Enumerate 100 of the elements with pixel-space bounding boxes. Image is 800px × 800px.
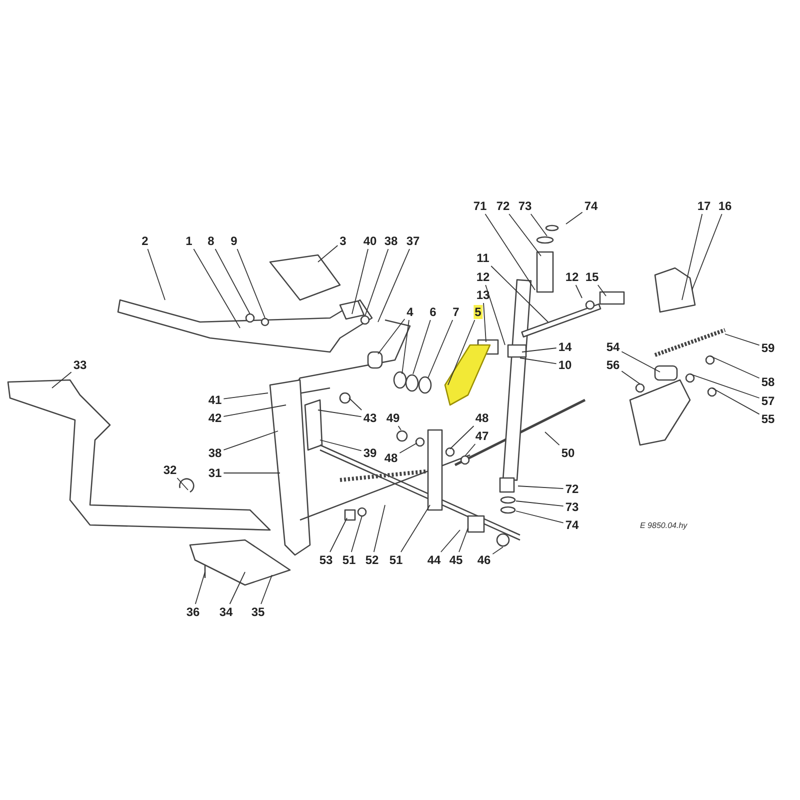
leader-line: [373, 504, 386, 552]
leader-line: [52, 372, 72, 388]
callout-number: 38: [383, 234, 399, 248]
callout-number: 31: [207, 466, 223, 480]
callout-number: 11: [476, 251, 490, 265]
leader-line: [621, 370, 640, 384]
leader-line: [400, 504, 430, 552]
callout-number: 53: [318, 553, 334, 567]
leader-line: [544, 432, 560, 446]
leader-line: [398, 426, 402, 430]
callout-number: 51: [388, 553, 404, 567]
callout-number: 49: [385, 411, 401, 425]
callout-number: 12: [564, 270, 580, 284]
callout-number: 52: [364, 553, 380, 567]
callout-number: 10: [557, 358, 573, 372]
callout-number: 1: [184, 234, 194, 248]
leader-line: [147, 248, 166, 300]
callout-number: 72: [495, 199, 511, 213]
callout-number: 42: [207, 411, 223, 425]
leader-line: [330, 518, 348, 552]
leader-line: [485, 284, 506, 346]
leader-line: [320, 440, 362, 452]
callout-number: 71: [472, 199, 488, 213]
callout-number: 16: [717, 199, 733, 213]
callout-number: 38: [207, 446, 223, 460]
callout-number: 7: [452, 305, 460, 319]
leader-line: [223, 392, 268, 400]
callout-number: 50: [560, 446, 576, 460]
callout-number: 73: [517, 199, 533, 213]
leader-line: [508, 214, 542, 256]
leader-line: [690, 374, 760, 398]
leader-line: [223, 472, 280, 474]
leader-line: [483, 302, 486, 342]
leader-line: [350, 516, 362, 552]
leader-line: [318, 245, 338, 262]
callout-number: 43: [362, 411, 378, 425]
callout-number: 51: [341, 553, 357, 567]
leader-line: [223, 430, 278, 450]
callout-number: 48: [474, 411, 490, 425]
leader-line: [260, 574, 272, 604]
leader-line: [484, 214, 536, 290]
callout-number: 74: [564, 518, 580, 532]
callout-number: 15: [584, 270, 600, 284]
leader-line: [193, 248, 240, 328]
leader-line: [490, 266, 548, 322]
callout-number: 48: [383, 451, 399, 465]
callout-number: 39: [362, 446, 378, 460]
leader-line: [621, 351, 660, 372]
leader-line: [214, 248, 250, 314]
leader-line: [464, 444, 476, 456]
callout-number: 4: [406, 305, 414, 319]
leader-line: [348, 398, 362, 410]
callout-number: 73: [564, 500, 580, 514]
leader-line: [516, 510, 564, 524]
callout-number: 13: [475, 288, 491, 302]
callout-number: 72: [564, 482, 580, 496]
leader-line: [378, 318, 406, 354]
leader-line: [712, 388, 760, 415]
leader-line: [710, 356, 760, 379]
leader-line: [597, 284, 606, 296]
leader-line: [516, 500, 564, 507]
callout-number: 34: [218, 605, 234, 619]
callout-number: 17: [696, 199, 712, 213]
callout-number: 57: [760, 394, 776, 408]
leader-line: [682, 214, 703, 300]
callout-number: 2: [140, 234, 150, 248]
callout-number: 41: [207, 393, 223, 407]
leader-line: [223, 404, 286, 417]
leader-line: [428, 320, 454, 378]
leader-line: [518, 486, 564, 489]
leader-line: [194, 572, 206, 604]
leader-line: [440, 530, 460, 552]
callout-number: 5: [474, 305, 482, 319]
leader-line: [724, 334, 760, 346]
leader-line: [520, 358, 557, 364]
leader-line: [229, 572, 246, 604]
callout-number: 54: [605, 340, 621, 354]
callout-number: 74: [583, 199, 599, 213]
leader-line: [448, 320, 476, 386]
callout-number: 33: [72, 358, 88, 372]
callout-number: 3: [338, 234, 348, 248]
callout-number: 46: [476, 553, 492, 567]
callout-number: 32: [162, 463, 178, 477]
leader-line: [450, 426, 474, 450]
callout-number: 44: [426, 553, 442, 567]
callout-number: 36: [185, 605, 201, 619]
drawing-code: E 9850.04.hy: [640, 521, 688, 530]
leader-line: [402, 320, 410, 374]
callout-number: 6: [428, 305, 438, 319]
callout-number: 47: [474, 429, 490, 443]
leader-line: [492, 546, 504, 554]
callout-number: 12: [475, 270, 491, 284]
leader-line: [530, 214, 548, 236]
callout-number: 56: [605, 358, 621, 372]
callout-number: 58: [760, 375, 776, 389]
leader-line: [352, 248, 368, 314]
leader-line: [575, 284, 582, 298]
leader-line: [378, 248, 410, 322]
leader-line: [318, 410, 362, 418]
callout-number: 45: [448, 553, 464, 567]
